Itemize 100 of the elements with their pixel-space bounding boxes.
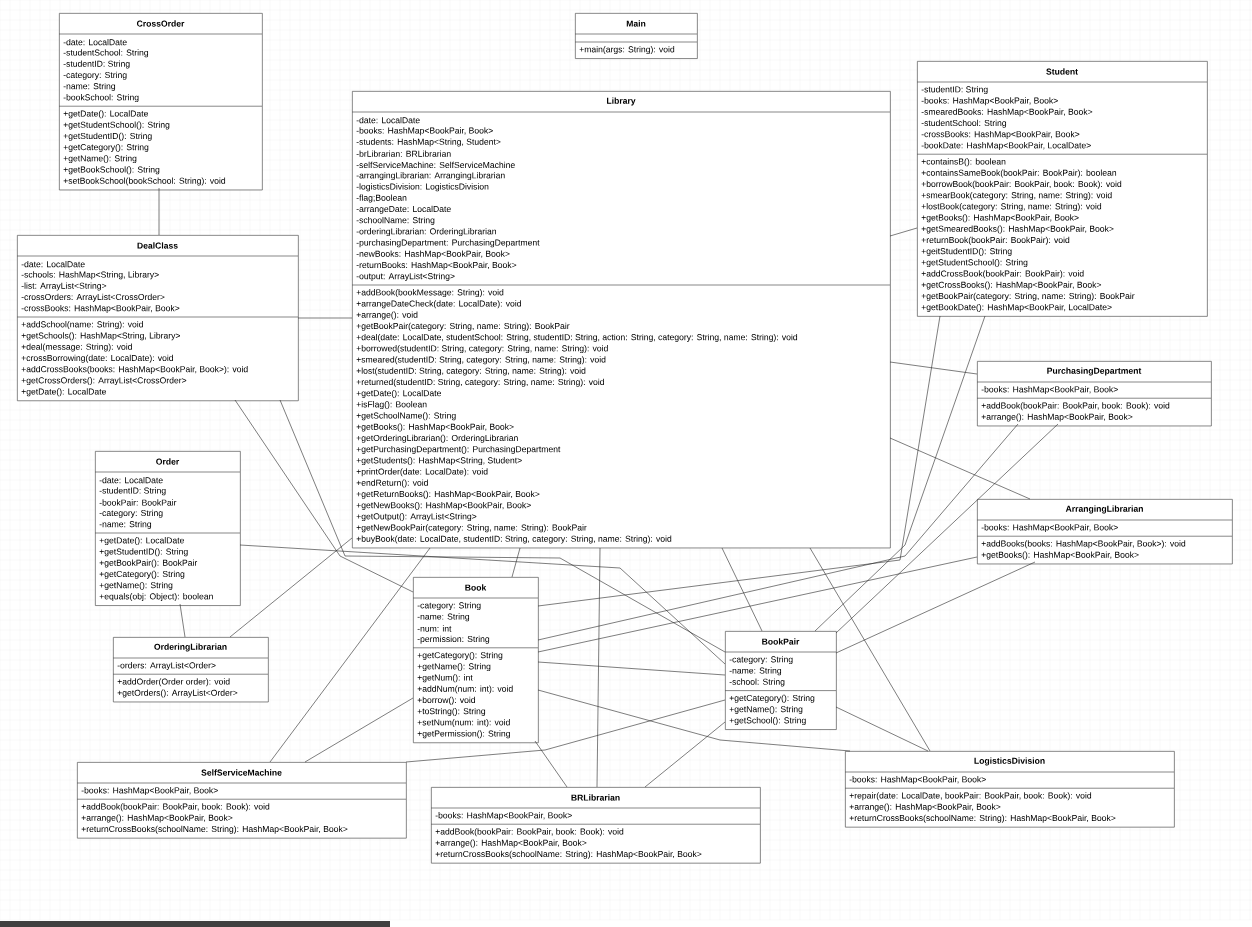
method-text: +buyBook(date: LocalDate, studentID: String, category: String, name: String): void bbox=[356, 535, 672, 544]
attribute-text: -flag;Boolean bbox=[356, 194, 407, 203]
attribute-text: -smearedBooks: HashMap<BookPair, Book> bbox=[921, 108, 1093, 117]
attribute-text: -list: ArrayList<String> bbox=[21, 282, 107, 291]
method-text: +getDate(): LocalDate bbox=[21, 388, 106, 397]
attribute-text: -orderingLibrarian: OrderingLibrarian bbox=[356, 228, 496, 237]
method-text: +getCrossOrders(): ArrayList<CrossOrder> bbox=[21, 377, 187, 386]
method-text: +getSchool(): String bbox=[729, 717, 806, 726]
class-name: Main bbox=[626, 20, 646, 27]
method-text: +addBooks(books: HashMap<BookPair, Book>): void bbox=[981, 540, 1186, 549]
method-text: +containsSameBook(bookPair: BookPair): boolean bbox=[921, 169, 1117, 178]
method-text: +getOutput(): ArrayList<String> bbox=[356, 513, 477, 522]
attribute-text: -school: String bbox=[729, 678, 785, 687]
method-text: +getCategory(): String bbox=[63, 143, 149, 152]
method-text: +getBookPair(category: String, name: String): BookPair bbox=[921, 292, 1135, 301]
attribute-text: -bookDate: HashMap<BookPair, LocalDate> bbox=[921, 142, 1091, 151]
attribute-text: -studentSchool: String bbox=[63, 49, 149, 58]
method-text: +getSchoolName(): String bbox=[356, 412, 456, 421]
method-text: +getStudentID(): String bbox=[99, 548, 188, 557]
class-name: DealClass bbox=[137, 242, 178, 249]
association-line bbox=[511, 547, 521, 578]
method-text: +getBookDate(): HashMap<BookPair, LocalDate> bbox=[921, 303, 1112, 312]
method-text: +getName(): String bbox=[417, 663, 491, 672]
association-line bbox=[229, 537, 353, 638]
attribute-text: -date: LocalDate bbox=[356, 116, 420, 124]
attribute-text: -studentSchool: String bbox=[921, 119, 1007, 128]
association-line bbox=[534, 740, 568, 788]
attribute-text: -bookSchool: String bbox=[63, 94, 139, 103]
method-text: +borrow(): void bbox=[417, 696, 475, 705]
method-text: +geitStudentID(): String bbox=[921, 247, 1012, 256]
association-line bbox=[644, 721, 726, 788]
association-line bbox=[537, 423, 1019, 641]
attribute-text: -crossBooks: HashMap<BookPair, Book> bbox=[921, 130, 1080, 139]
method-text: +returnCrossBooks(schoolName: String): HashMap<BookPair, Book> bbox=[849, 814, 1116, 823]
attribute-text: -books: HashMap<BookPair, Book> bbox=[981, 386, 1118, 395]
method-text: +addNum(num: int): void bbox=[417, 685, 513, 694]
method-text: +getPurchasingDepartment(): PurchasingDepartment bbox=[356, 445, 561, 454]
method-text: +deal(date: LocalDate, studentSchool: String, studentID: String, action: String, category: String, name: String): void bbox=[356, 333, 798, 342]
attribute-text: -students: HashMap<String, Student> bbox=[356, 138, 501, 147]
association-line bbox=[835, 423, 1059, 634]
method-text: +returnCrossBooks(schoolName: String): HashMap<BookPair, Book> bbox=[435, 850, 702, 859]
attribute-text: -orders: ArrayList<Order> bbox=[117, 662, 216, 671]
attribute-text: -returnBooks: HashMap<BookPair, Book> bbox=[356, 261, 517, 270]
attribute-text: -num: int bbox=[417, 625, 452, 632]
method-text: +addBook(bookPair: BookPair, book: Book): void bbox=[81, 803, 270, 812]
method-text: +returnBook(bookPair: BookPair): void bbox=[921, 236, 1070, 245]
method-text: +toString(): String bbox=[417, 707, 486, 716]
method-text: +getBookSchool(): String bbox=[63, 166, 160, 175]
association-line bbox=[234, 399, 414, 593]
association-line bbox=[269, 547, 431, 763]
method-text: +getOrders(): ArrayList<Order> bbox=[117, 689, 238, 698]
attribute-text: -books: HashMap<BookPair, Book> bbox=[81, 787, 218, 796]
attribute-text: -studentID: String bbox=[921, 86, 988, 95]
attribute-text: -studentID: String bbox=[99, 487, 166, 496]
association-line bbox=[304, 697, 414, 763]
attribute-text: -permission: String bbox=[417, 635, 490, 644]
attribute-text: -schoolName: String bbox=[356, 216, 435, 225]
method-text: +getCrossBooks(): HashMap<BookPair, Book> bbox=[921, 281, 1102, 290]
method-text: +getDate(): LocalDate bbox=[356, 389, 441, 398]
method-text: +arrange(): void bbox=[356, 311, 418, 320]
method-text: +arrange(): HashMap<BookPair, Book> bbox=[81, 814, 233, 823]
class-name: CrossOrder bbox=[136, 20, 185, 27]
association-line bbox=[889, 437, 1031, 500]
association-line bbox=[279, 399, 726, 653]
method-text: +getReturnBooks(): HashMap<BookPair, Book> bbox=[356, 490, 540, 499]
method-text: +arrange(): HashMap<BookPair, Book> bbox=[849, 803, 1001, 812]
method-text: +arrangeDateCheck(date: LocalDate): void bbox=[356, 300, 521, 309]
method-text: +getCategory(): String bbox=[99, 570, 185, 579]
method-text: +getStudentSchool(): String bbox=[63, 121, 170, 130]
association-line bbox=[835, 706, 929, 752]
class-name: Student bbox=[1046, 68, 1078, 75]
association-line bbox=[537, 315, 941, 607]
method-text: +getCategory(): String bbox=[417, 651, 503, 660]
attribute-text: -studentID: String bbox=[63, 60, 130, 69]
method-text: +addCrossBook(bookPair: BookPair): void bbox=[921, 270, 1084, 279]
method-text: +returnCrossBooks(schoolName: String): HashMap<BookPair, Book> bbox=[81, 825, 348, 834]
attribute-text: -crossBooks: HashMap<BookPair, Book> bbox=[21, 304, 180, 313]
method-text: +getBooks(): HashMap<BookPair, Book> bbox=[921, 214, 1079, 223]
association-line bbox=[537, 689, 851, 752]
attribute-text: -category: String bbox=[99, 509, 163, 518]
method-text: +setNum(num: int): void bbox=[417, 719, 510, 728]
association-line bbox=[179, 603, 186, 638]
method-text: +repair(date: LocalDate, bookPair: BookPair, book: Book): void bbox=[849, 792, 1092, 801]
method-text: +addCrossBooks(books: HashMap<BookPair, Book>): void bbox=[21, 365, 248, 374]
method-text: +printOrder(date: LocalDate): void bbox=[356, 468, 488, 477]
method-text: +addSchool(name: String): void bbox=[21, 321, 143, 330]
method-text: +addBook(bookPair: BookPair, book: Book): void bbox=[435, 828, 624, 837]
method-text: +getBooks(): HashMap<BookPair, Book> bbox=[981, 551, 1139, 560]
method-text: +getNewBooks(): HashMap<BookPair, Book> bbox=[356, 501, 531, 510]
attribute-text: -name: String bbox=[417, 613, 470, 622]
association-line bbox=[537, 661, 726, 676]
attribute-text: -date: LocalDate bbox=[99, 476, 163, 484]
attribute-text: -output: ArrayList<String> bbox=[356, 272, 455, 281]
class-name: OrderingLibrarian bbox=[154, 643, 227, 652]
method-text: +getName(): String bbox=[99, 581, 173, 590]
method-text: +getOrderingLibrarian(): OrderingLibrarian bbox=[356, 434, 518, 443]
method-text: +borrowBook(bookPair: BookPair, book: Book): void bbox=[921, 180, 1122, 189]
class-name: SelfServiceMachine bbox=[201, 769, 282, 776]
method-text: +getName(): String bbox=[63, 155, 137, 164]
attribute-text: -books: HashMap<BookPair, Book> bbox=[849, 776, 986, 785]
